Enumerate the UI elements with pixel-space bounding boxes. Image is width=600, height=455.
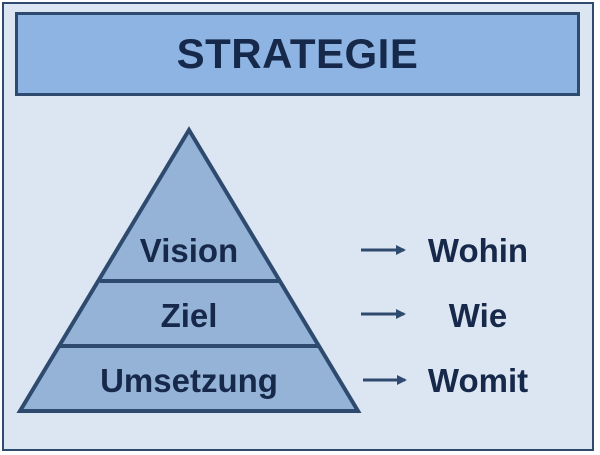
title-box: STRATEGIE <box>15 12 580 96</box>
pyramid-shape <box>16 126 362 413</box>
question-label-wie: Wie <box>449 297 507 334</box>
question-label-wohin: Wohin <box>428 232 528 269</box>
question-label-womit: Womit <box>428 362 528 399</box>
level-label-vision: Vision <box>140 232 238 269</box>
diagram-title: STRATEGIE <box>176 30 419 77</box>
level-label-ziel: Ziel <box>161 297 218 334</box>
level-label-umsetzung: Umsetzung <box>100 362 278 399</box>
